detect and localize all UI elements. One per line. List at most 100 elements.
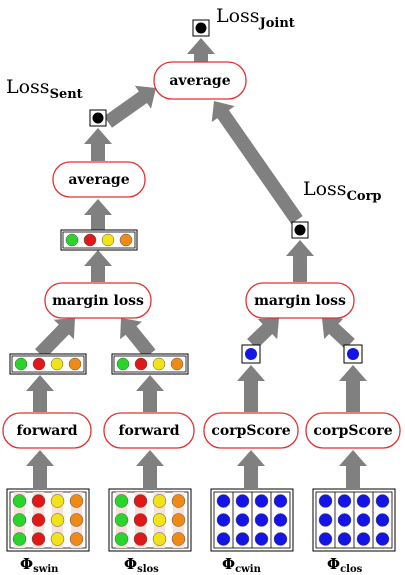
arrow-cwin-to-corpscore1 [237,450,265,488]
vector-score-dot [116,357,130,371]
grid-feature-dot [318,532,333,546]
arrow-corp-to-average [211,101,303,224]
grid-feature-dot [133,532,148,546]
grid-feature-dot [356,532,371,546]
vector-score-dot [50,357,64,371]
forward-2-node [103,412,195,449]
phi-slos-label: Φslos [124,555,159,575]
score-vector-forward-1 [9,353,87,375]
forward-2-label: forward [118,423,179,439]
vector-score-dot [83,233,97,247]
arrow-cs2-to-margin-right [322,318,355,350]
grid-feature-dot [254,532,269,546]
grid-feature-dot [235,532,250,546]
grid-feature-dot [152,532,167,546]
grid-feature-dot [12,494,27,508]
average-left-node [52,161,146,198]
grid-feature-dot [273,513,288,527]
arrow-slos-to-forward2 [136,450,164,488]
arrow-forward2-to-vec2 [136,375,164,412]
margin-loss-right-node [245,282,355,319]
grid-feature-dot [337,494,352,508]
corpscore-1-output-dot [245,348,257,360]
grid-feature-dot [31,532,46,546]
score-vector-forward-2 [111,353,189,375]
grid-feature-dot [235,513,250,527]
corpscore-2-output-dot [347,348,359,360]
vector-score-dot [65,233,79,247]
grid-feature-dot [50,513,65,527]
arrow-average-left-to-sent [84,128,112,161]
joint-output-dot [195,22,207,34]
margin-loss-left-label: margin loss [52,293,144,309]
loss-sent-label: LossSent [6,76,83,102]
grid-feature-dot [375,532,390,546]
arrow-swin-to-forward1 [26,450,54,488]
grid-feature-dot [152,494,167,508]
average-top-label: average [169,73,230,89]
grid-feature-dot [69,532,84,546]
vector-score-dot [14,357,28,371]
phi-swin-label: Φswin [20,555,59,575]
vector-score-dot [68,357,82,371]
loss-joint-label: LossJoint [216,5,295,31]
vector-score-dot [170,357,184,371]
arrow-sent-to-average [104,85,156,128]
grid-feature-dot [254,513,269,527]
vector-score-dot [32,357,46,371]
corp-output-dot [294,224,306,236]
vector-score-dot [119,233,133,247]
vector-inner-box [62,231,136,249]
vector-inner-box [11,355,85,373]
arrow-vec2-to-margin-left [120,318,156,359]
forward-1-node [2,412,92,449]
arrow-margin-right-to-corp [286,240,314,282]
arrows-layer [26,38,367,488]
grid-feature-dot [216,532,231,546]
vector-score-dot [152,357,166,371]
grid-feature-dot [12,532,27,546]
arrow-margin-left-to-vector [84,250,112,282]
average-top-node [153,61,247,100]
grid-feature-dot [216,494,231,508]
grid-feature-dot [171,513,186,527]
grid-feature-dot [31,513,46,527]
arrow-vector-to-average-left [84,199,112,230]
margin-loss-left-node [44,282,152,319]
grid-feature-dot [171,532,186,546]
grid-feature-dot [114,494,129,508]
grid-feature-dot [133,513,148,527]
grid-feature-dot [273,494,288,508]
grid-feature-dot [50,532,65,546]
grid-feature-dot [375,494,390,508]
grid-feature-dot [216,513,231,527]
arrow-corpscore2-to-dot [339,365,367,412]
grid-feature-dot [171,494,186,508]
phi-clos-label: Φclos [327,555,363,575]
grid-feature-dot [50,494,65,508]
corpscore-1-node [203,412,299,449]
sent-output-dot [92,112,104,124]
grid-feature-dot [31,494,46,508]
input-grid-clos [312,488,396,552]
grid-feature-dot [356,513,371,527]
grid-feature-dot [152,513,167,527]
grid-feature-dot [254,494,269,508]
phi-cwin-label: Φcwin [222,555,262,575]
input-grid-swin [6,488,90,552]
arrow-corpscore1-to-dot [237,365,265,412]
grid-feature-dot [375,513,390,527]
arrow-clos-to-corpscore2 [339,450,367,488]
grid-feature-dot [318,513,333,527]
arrow-forward1-to-vec1 [26,375,54,412]
grid-feature-dot [356,494,371,508]
corpscore-2-node [305,412,401,449]
arrow-vec1-to-margin-left [35,318,75,359]
forward-1-label: forward [16,423,77,439]
grid-feature-dot [133,494,148,508]
loss-corp-label: LossCorp [303,178,382,204]
grid-feature-dot [337,532,352,546]
input-grid-cwin [210,488,294,552]
vector-score-dot [101,233,115,247]
